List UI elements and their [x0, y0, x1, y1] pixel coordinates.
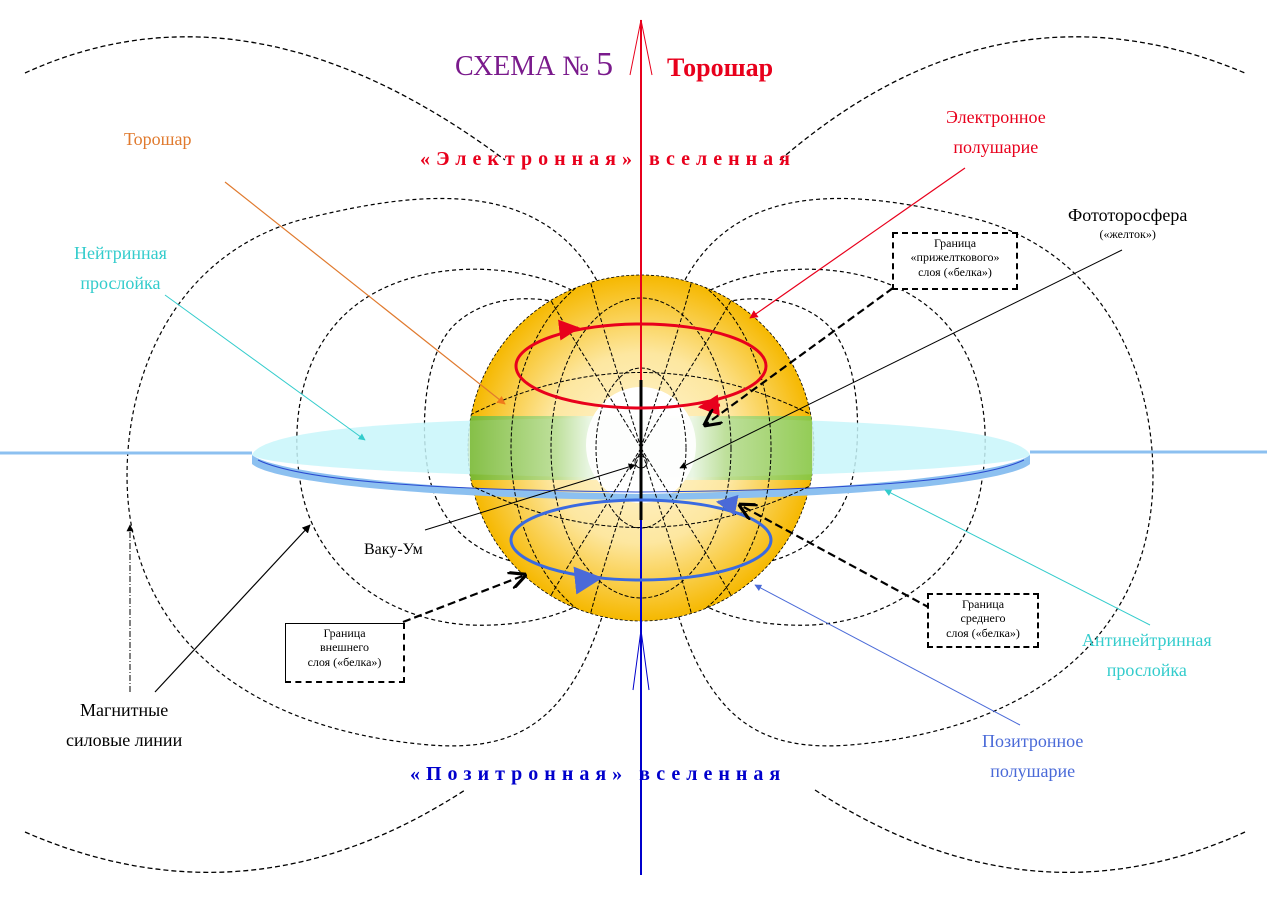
magnetic-pointer-2 [154, 524, 311, 693]
torosphere-pointer [224, 181, 506, 405]
field-line-bottom-right [814, 789, 1246, 874]
inner-boundary-box: Граница «прижелткового» слоя («белка») [892, 232, 1018, 290]
scheme-number: 5 [596, 46, 614, 83]
antineutrino-disk [252, 455, 1030, 500]
outer-box-leader [402, 575, 525, 624]
field-line-bottom-left [24, 789, 466, 874]
middle-boundary-box: Граница среднего слоя («белка») [927, 593, 1039, 648]
field-line-top-right [779, 36, 1246, 161]
field-line-top-left [24, 36, 506, 161]
positron-axis-arrow-icon [632, 629, 650, 691]
positron-universe-label: «Позитронная» вселенная [410, 763, 787, 785]
positron-hemisphere-label: Позитронное полушарие [982, 731, 1084, 781]
magnetic-lines-label: Магнитные силовые линии [66, 700, 183, 750]
electron-hemisphere-pointer [749, 167, 966, 319]
middle-box-leader [740, 505, 931, 609]
antineutrino-layer-label: Антинейтринная прослойка [1082, 630, 1212, 680]
top-torosphere-label: Торошар [667, 53, 774, 82]
outer-boundary-box: Граница внешнего слоя («белка») [285, 623, 405, 683]
scheme-label: СХЕМА № [455, 51, 590, 82]
neutrino-layer-label: Нейтринная прослойка [74, 243, 167, 293]
vacuum-point [634, 455, 648, 469]
field-loop-right-mid [656, 268, 986, 626]
inner-box-leader [705, 287, 894, 425]
phototorosphere-pointer [679, 249, 1123, 469]
field-loop-right-outer [670, 197, 1154, 747]
electron-axis-arrow-icon [629, 19, 653, 76]
field-loop-left-outer [126, 197, 612, 747]
electron-hemisphere-label: Электронное полушарие [946, 107, 1046, 157]
field-loop-left-mid [296, 268, 626, 626]
positron-ring [509, 498, 773, 582]
vacuum-label: Ваку-Ум [364, 541, 423, 558]
antineutrino-pointer [884, 489, 1151, 626]
electron-universe-label: «Электронная» вселенная [420, 148, 796, 170]
torosphere-left-label: Торошар [124, 129, 192, 149]
scheme-title: СХЕМА № 5 [455, 44, 613, 87]
positron-hemisphere-pointer [754, 584, 1021, 726]
neutrino-pointer [164, 294, 366, 441]
vacuum-pointer [424, 463, 636, 531]
phototorosphere-label: Фототоросфера («желток») [1068, 205, 1188, 241]
outer-field-lines [24, 36, 1246, 874]
electron-ring [514, 322, 768, 410]
